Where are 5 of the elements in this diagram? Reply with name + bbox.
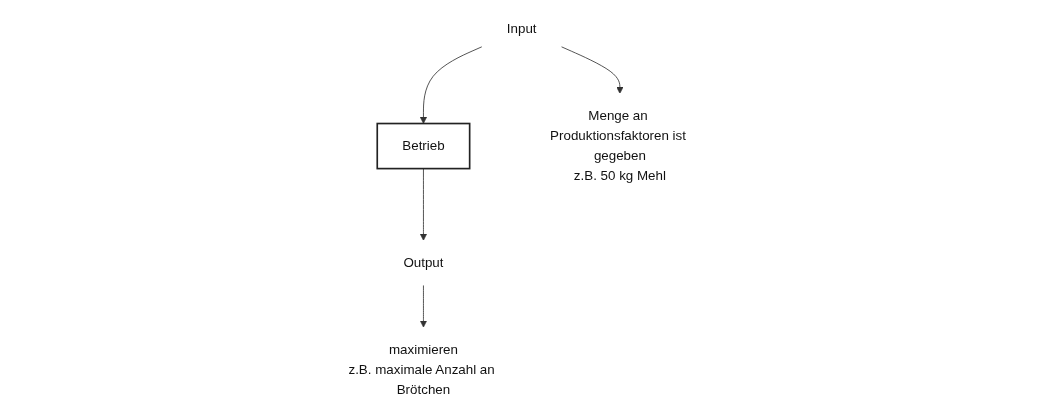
node-text: Menge an Produktionsfaktoren ist gegeben z.B. 50 kg Mehl [549, 108, 686, 183]
node-box: Betrieb [376, 122, 471, 170]
node-text: maximieren z.B. maximale Anzahl an Brötchen [348, 342, 495, 397]
node-text: Output [403, 255, 444, 270]
node-text: Input [506, 21, 537, 36]
